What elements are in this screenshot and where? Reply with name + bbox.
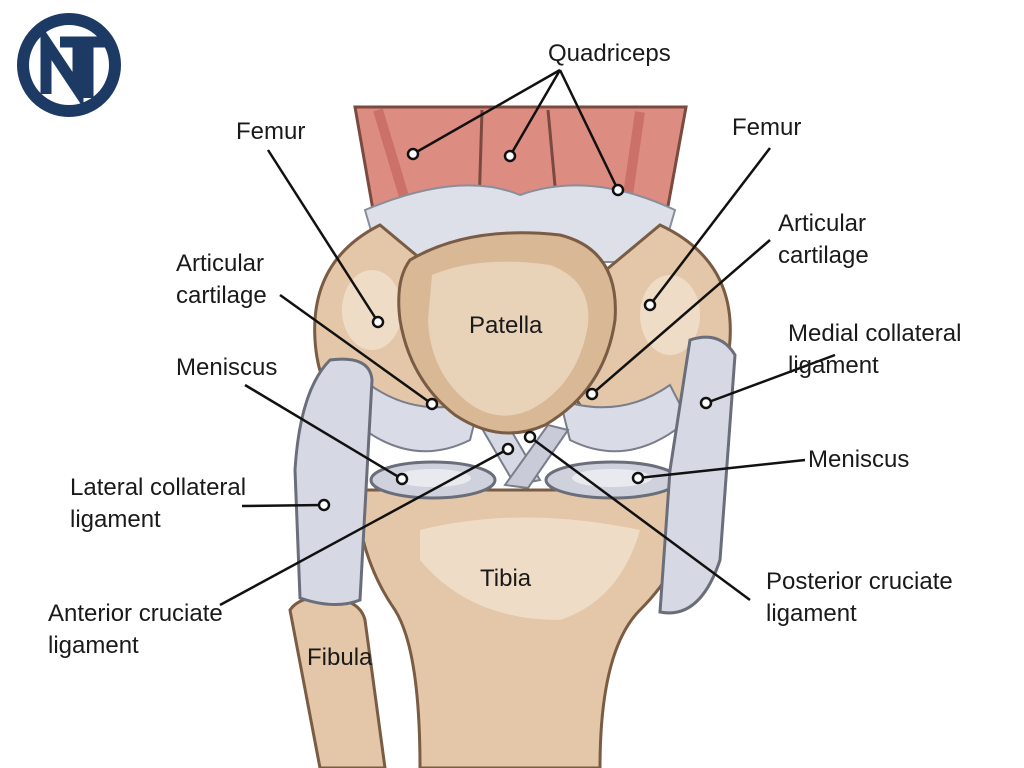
label-articular-left-line2: cartilage: [176, 282, 267, 309]
label-meniscus-left: Meniscus: [176, 354, 278, 381]
patella-bone: [397, 231, 617, 435]
label-articular-cartilage-left: Articular cartilage: [176, 248, 267, 312]
label-anterior-line1: Anterior cruciate: [48, 600, 223, 627]
label-medial-line1: Medial collateral: [788, 320, 962, 347]
label-anterior-line2: ligament: [48, 632, 139, 659]
label-lateral-line2: ligament: [70, 506, 161, 533]
label-medial-collateral-ligament: Medial collateral ligament: [788, 318, 961, 382]
quadriceps-muscle: [353, 105, 688, 263]
label-articular-cartilage-right: Articular cartilage: [778, 208, 869, 272]
articular-cartilage: [350, 383, 690, 453]
nt-logo: [16, 12, 122, 118]
label-fibula: Fibula: [307, 644, 373, 671]
label-articular-left-line1: Articular: [176, 250, 265, 277]
label-patella: Patella: [469, 312, 543, 339]
label-posterior-line2: ligament: [766, 600, 857, 627]
label-anterior-cruciate-ligament: Anterior cruciate ligament: [48, 598, 223, 662]
fibula-bone: [288, 596, 387, 768]
tibia-bone: [353, 488, 702, 768]
label-medial-line2: ligament: [788, 352, 879, 379]
label-tibia: Tibia: [480, 565, 532, 592]
label-articular-right-line2: cartilage: [778, 242, 869, 269]
collateral-ligaments: [293, 335, 737, 615]
label-femur-left: Femur: [236, 118, 306, 145]
label-femur-right: Femur: [732, 114, 802, 141]
label-lateral-line1: Lateral collateral: [70, 474, 247, 501]
menisci: [369, 460, 680, 500]
label-meniscus-right: Meniscus: [808, 446, 910, 473]
label-posterior-cruciate-ligament: Posterior cruciate ligament: [766, 566, 953, 630]
label-lateral-collateral-ligament: Lateral collateral ligament: [70, 472, 246, 536]
label-articular-right-line1: Articular: [778, 210, 867, 237]
label-quadriceps: Quadriceps: [548, 40, 671, 67]
leader-lines: [219, 68, 836, 607]
leader-dots: [317, 147, 713, 512]
label-posterior-line1: Posterior cruciate: [766, 568, 953, 595]
